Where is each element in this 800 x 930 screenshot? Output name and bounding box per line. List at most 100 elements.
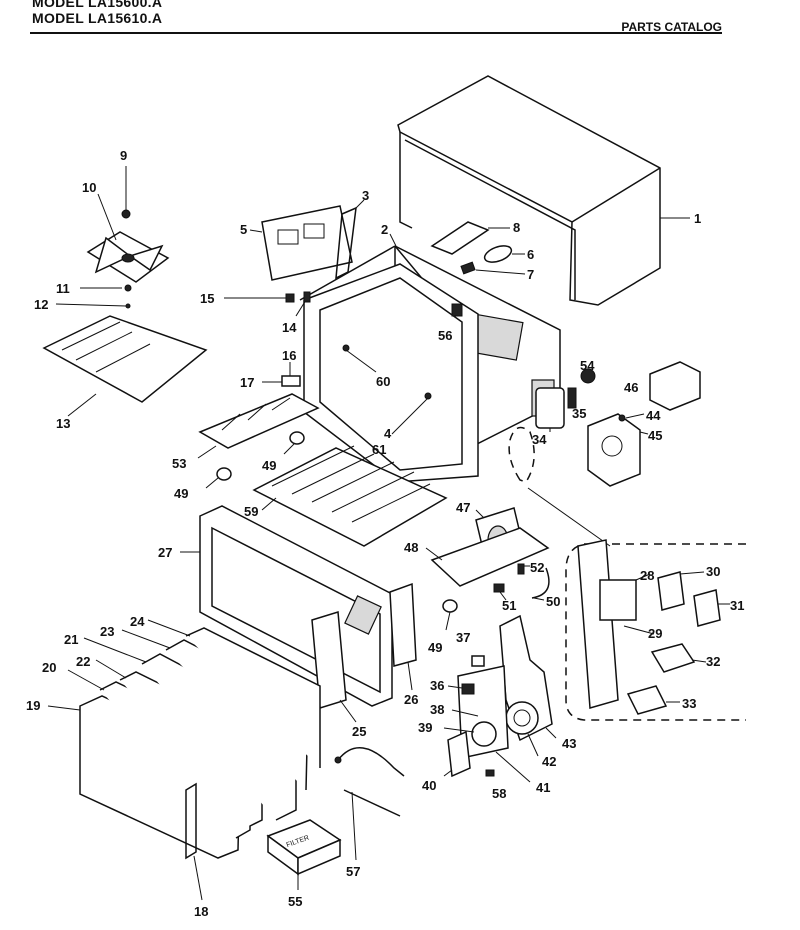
callout-1: 1 xyxy=(694,211,701,226)
model-number-top: MODEL LA15600.A xyxy=(32,0,163,10)
callout-60: 60 xyxy=(376,374,390,389)
part-gear-42 xyxy=(505,701,539,757)
callout-39: 39 xyxy=(418,720,432,735)
part-wire-57 xyxy=(334,747,405,861)
callout-27: 27 xyxy=(158,545,172,560)
part-switch-32 xyxy=(650,643,707,673)
part-plate-48 xyxy=(425,527,550,587)
callout-29: 29 xyxy=(648,626,662,641)
part-bolt-52 xyxy=(517,563,530,575)
callout-54: 54 xyxy=(580,358,595,373)
part-bracket-8 xyxy=(430,221,510,255)
part-panel-25 xyxy=(311,611,357,723)
callout-56: 56 xyxy=(438,328,452,343)
part-diode-35 xyxy=(567,387,577,409)
callout-35: 35 xyxy=(572,406,586,421)
callout-58: 58 xyxy=(492,786,506,801)
callout-15: 15 xyxy=(200,291,214,306)
callout-8: 8 xyxy=(513,220,520,235)
callout-40: 40 xyxy=(422,778,436,793)
part-pin-12 xyxy=(55,303,131,309)
part-fan-10 xyxy=(86,193,170,283)
part-lamp-60 xyxy=(345,349,377,373)
part-handle-18 xyxy=(185,782,203,901)
callout-4: 4 xyxy=(384,426,392,441)
callout-6: 6 xyxy=(527,247,534,262)
part-switch-30 xyxy=(657,571,705,611)
callout-48: 48 xyxy=(404,540,418,555)
callout-11: 11 xyxy=(56,281,70,296)
part-screw-15 xyxy=(224,293,295,303)
part-socket-7 xyxy=(460,261,526,275)
callout-61: 61 xyxy=(372,442,386,457)
callout-51: 51 xyxy=(502,598,516,613)
part-front-frame xyxy=(303,263,479,483)
part-screw-61 xyxy=(391,397,429,435)
callout-2: 2 xyxy=(381,222,388,237)
callout-43: 43 xyxy=(562,736,576,751)
callout-9: 9 xyxy=(120,148,127,163)
part-switch-40 xyxy=(443,730,471,778)
callout-22: 22 xyxy=(76,654,90,669)
callout-37: 37 xyxy=(456,630,470,645)
part-pin-38 xyxy=(451,709,479,717)
callout-23: 23 xyxy=(100,624,114,639)
part-panel-26 xyxy=(389,582,417,691)
switch-detail-inset xyxy=(508,426,746,721)
callout-32: 32 xyxy=(706,654,720,669)
part-lamp-6 xyxy=(483,245,525,263)
part-cover-46 xyxy=(649,361,701,411)
part-motor-39 xyxy=(443,721,497,747)
callout-49a: 49 xyxy=(262,458,276,473)
part-filter-55: FILTER xyxy=(266,819,342,890)
part-door-layer-24 xyxy=(147,619,321,768)
part-outer-cabinet xyxy=(397,75,690,306)
part-clip-14 xyxy=(295,291,311,317)
callout-55: 55 xyxy=(288,894,302,909)
part-component-56 xyxy=(451,303,463,317)
callout-49c: 49 xyxy=(428,640,442,655)
callout-38: 38 xyxy=(430,702,444,717)
part-switch-31 xyxy=(693,589,730,627)
callout-34: 34 xyxy=(532,432,547,447)
callout-3: 3 xyxy=(362,188,369,203)
callout-45: 45 xyxy=(648,428,662,443)
part-door-outer-19 xyxy=(47,695,241,859)
callout-19: 19 xyxy=(26,698,40,713)
part-nut-49b xyxy=(205,467,232,489)
catalog-title: PARTS CATALOG xyxy=(621,20,722,34)
part-cord-50 xyxy=(531,567,550,601)
callout-5: 5 xyxy=(240,222,247,237)
callout-16: 16 xyxy=(282,348,296,363)
part-nut-49c xyxy=(442,599,458,631)
callout-26: 26 xyxy=(404,692,418,707)
callout-labels: 1 2 3 4 5 6 7 8 9 10 11 12 13 14 15 16 1… xyxy=(26,148,744,919)
part-switch-33 xyxy=(626,685,680,715)
callout-41: 41 xyxy=(536,780,550,795)
part-clip-37 xyxy=(471,655,485,667)
callout-18: 18 xyxy=(194,904,208,919)
part-clip-51 xyxy=(493,583,507,601)
callout-21: 21 xyxy=(64,632,78,647)
header-rule xyxy=(30,32,722,34)
part-washer-11 xyxy=(80,284,132,292)
part-antenna-44 xyxy=(618,413,645,422)
part-door-frame-27 xyxy=(180,505,393,707)
callout-44: 44 xyxy=(646,408,661,423)
callout-25: 25 xyxy=(352,724,366,739)
callout-52: 52 xyxy=(530,560,544,575)
model-number: MODEL LA15610.A xyxy=(32,10,163,26)
callout-36: 36 xyxy=(430,678,444,693)
callout-47: 47 xyxy=(456,500,470,515)
callout-13: 13 xyxy=(56,416,70,431)
part-screw-9 xyxy=(121,166,131,219)
callout-24: 24 xyxy=(130,614,145,629)
callout-14: 14 xyxy=(282,320,297,335)
part-guide-53 xyxy=(197,393,320,459)
callout-28: 28 xyxy=(640,568,654,583)
part-clip-16-17 xyxy=(262,362,301,387)
callout-57: 57 xyxy=(346,864,360,879)
part-capacitor-34 xyxy=(535,387,565,432)
part-nut-49a xyxy=(283,431,305,455)
